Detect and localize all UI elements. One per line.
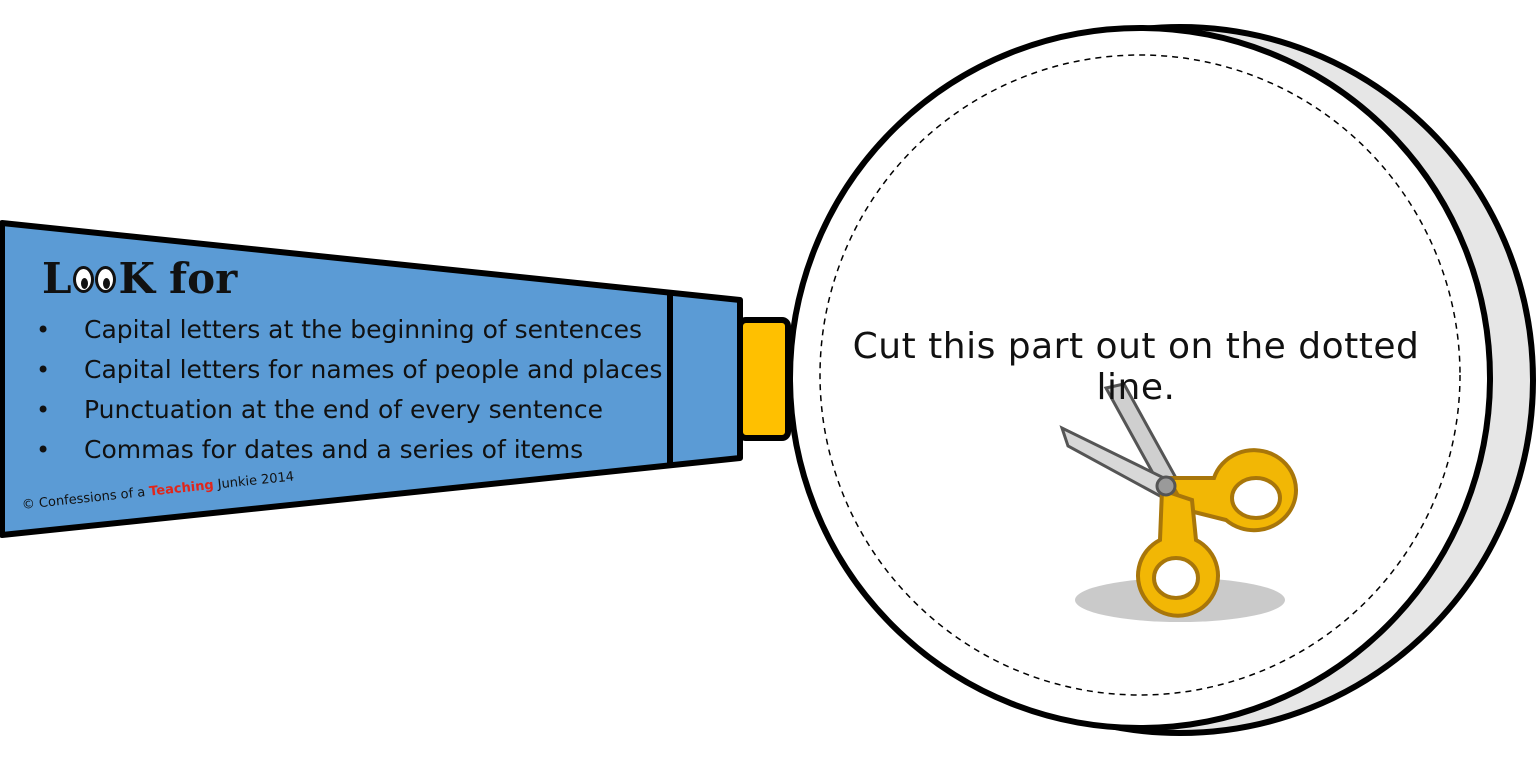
cut-instruction: Cut this part out on the dotted line.: [852, 326, 1420, 408]
title-letter-k: K: [118, 254, 156, 303]
scissors-icon: [1059, 382, 1298, 622]
title-for: for: [169, 254, 238, 303]
dotted-cut-line: [819, 54, 1461, 696]
checklist-item: Commas for dates and a series of items: [34, 432, 662, 472]
checklist: Capital letters at the beginning of sent…: [34, 312, 662, 472]
eyes-icon: [72, 265, 116, 293]
checklist-item: Capital letters at the beginning of sent…: [34, 312, 662, 352]
title-letter-l: L: [42, 254, 72, 303]
checklist-item: Capital letters for names of people and …: [34, 352, 662, 392]
checklist-item: Punctuation at the end of every sentence: [34, 392, 662, 432]
handle-connector: [737, 317, 791, 441]
eye-right-icon: [94, 265, 116, 293]
eye-left-icon: [72, 265, 94, 293]
lens-face: [787, 25, 1493, 731]
look-for-title: L K for: [42, 258, 237, 300]
